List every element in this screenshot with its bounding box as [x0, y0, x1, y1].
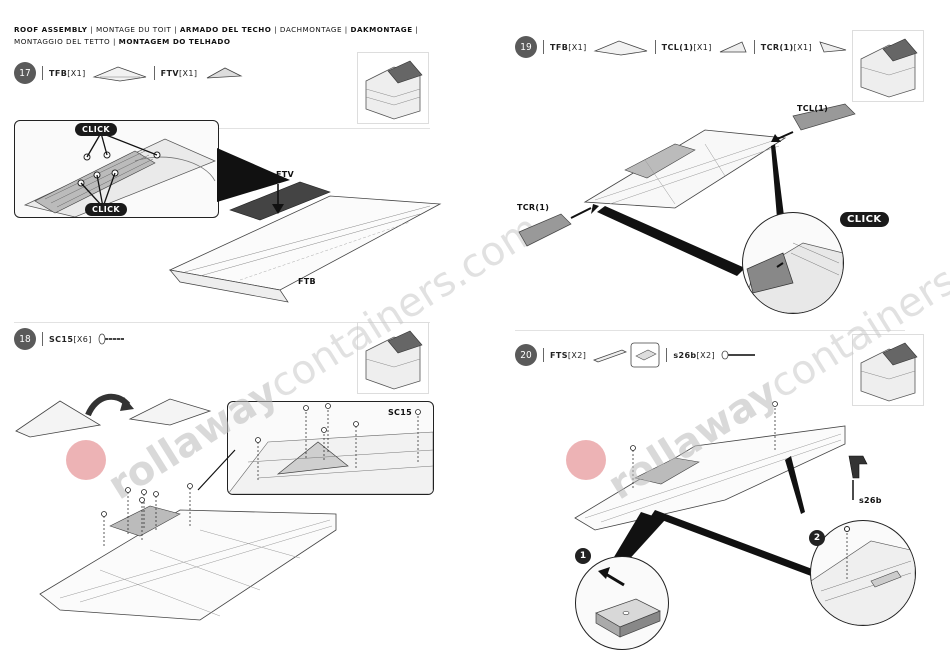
- watermark-logo-icon: [66, 440, 106, 480]
- part-s26b: s26b[X2]: [673, 351, 715, 360]
- part-qty: [X1]: [67, 68, 86, 78]
- shed-thumbnail-icon: [357, 322, 429, 394]
- roof-assembly-drawing-20: [574, 401, 868, 586]
- tfb-part-icon: [593, 40, 647, 56]
- shed-thumbnail-icon: [852, 334, 924, 406]
- header-title-en: ROOF ASSEMBLY: [14, 25, 88, 34]
- step-badge-1: 1: [575, 548, 591, 564]
- shed-thumbnail-icon: [852, 30, 924, 102]
- part-qty: [X1]: [693, 42, 712, 52]
- part-tfb: TFB[X1]: [49, 69, 86, 78]
- part-code: FTS: [550, 350, 568, 360]
- label-tcl: TCL(1): [797, 104, 829, 113]
- step-number: 20: [515, 344, 537, 366]
- tcr-part-icon: [819, 41, 847, 53]
- label-ftb: FTB: [298, 277, 316, 286]
- step-number: 19: [515, 36, 537, 58]
- roof-assembly-drawing-18: [39, 449, 337, 621]
- part-qty: [X1]: [793, 42, 812, 52]
- step-number: 17: [14, 62, 36, 84]
- header-title-pt: MONTAGEM DO TELHADO: [118, 37, 231, 46]
- part-code: SC15: [49, 334, 74, 344]
- step-badge-2: 2: [809, 530, 825, 546]
- part-qty: [X1]: [568, 42, 587, 52]
- header-title-it: MONTAGGIO DEL TETTO: [14, 37, 111, 46]
- screw-icon: [721, 350, 755, 360]
- fts-part-icon: [593, 349, 628, 363]
- screw-detail-inset: SC15: [227, 401, 434, 495]
- shed-drawing: [860, 342, 918, 402]
- shed-drawing: [365, 330, 423, 390]
- click-callout-bottom: CLICK: [85, 203, 128, 216]
- screw-detail-drawing: [228, 403, 433, 494]
- ftv-part-icon: [207, 67, 243, 79]
- step-1-detail-drawing: [595, 567, 661, 638]
- part-ftv: FTV[X1]: [161, 69, 198, 78]
- step-2-detail-drawing: [811, 526, 915, 625]
- part-code: TCL(1): [661, 42, 694, 52]
- part-code: s26b: [673, 350, 697, 360]
- part-sc15: SC15[X6]: [49, 335, 92, 344]
- click-callout: CLICK: [840, 212, 889, 227]
- part-code: TFB: [49, 68, 68, 78]
- part-qty: [X1]: [178, 68, 198, 78]
- label-tcr: TCR(1): [517, 203, 550, 212]
- step-19-header: 19 TFB[X1] TCL(1)[X1] TCR(1)[X1]: [515, 36, 848, 58]
- step-17-header: 17 TFB[X1] FTV[X1]: [14, 62, 243, 84]
- click-detail-drawing: [23, 132, 216, 217]
- part-tfb: TFB[X1]: [550, 43, 587, 52]
- part-qty: [X2]: [567, 350, 587, 360]
- header-title-de: DACHMONTAGE: [279, 25, 343, 34]
- roof-assembly-drawing-17: [168, 148, 442, 303]
- step-1-detail-circle: [575, 556, 669, 650]
- label-sc15: SC15: [388, 408, 412, 417]
- click-detail-inset: CLICK CLICK: [14, 120, 219, 218]
- step-number: 18: [14, 328, 36, 350]
- section-header: ROOF ASSEMBLY | MONTAGE DU TOIT | ARMADO…: [14, 25, 419, 46]
- header-title-nl: DAKMONTAGE: [350, 25, 413, 34]
- label-s26b: s26b: [859, 496, 882, 505]
- shed-thumbnail-icon: [357, 52, 429, 124]
- step-2-detail-circle: [810, 520, 916, 626]
- click-callout-top: CLICK: [75, 123, 118, 136]
- fts-block-icon: [630, 342, 660, 368]
- part-qty: [X2]: [696, 350, 715, 360]
- part-tcl: TCL(1)[X1]: [662, 43, 712, 52]
- watermark-logo-icon: [566, 440, 606, 480]
- part-fts: FTS[X2]: [550, 351, 586, 360]
- part-tcr: TCR(1)[X1]: [761, 43, 812, 52]
- tfb-part-icon: [92, 66, 146, 82]
- tcl-part-icon: [719, 41, 747, 53]
- header-title-es: ARMADO DEL TECHO: [179, 25, 272, 34]
- part-code: TCR(1): [760, 42, 794, 52]
- flip-roof-drawing: [15, 393, 212, 438]
- part-code: FTV: [160, 68, 179, 78]
- left-page: ROOF ASSEMBLY | MONTAGE DU TOIT | ARMADO…: [14, 25, 547, 621]
- click-detail-circle: [742, 212, 844, 314]
- step-20-header: 20 FTS[X2] s26b[X2]: [515, 342, 757, 368]
- label-ftv: FTV: [276, 170, 295, 179]
- step-18-header: 18 SC15[X6]: [14, 328, 126, 350]
- shed-drawing: [860, 38, 918, 98]
- click-detail-drawing: [743, 242, 843, 313]
- part-code: TFB: [550, 42, 569, 52]
- header-title-fr: MONTAGE DU TOIT: [95, 25, 172, 34]
- right-page: 19 TFB[X1] TCL(1)[X1] TCR(1)[X1]: [475, 0, 950, 660]
- screw-icon: [98, 333, 124, 345]
- drill-icon: [848, 455, 868, 479]
- part-qty: [X6]: [73, 334, 92, 344]
- shed-drawing: [365, 60, 423, 120]
